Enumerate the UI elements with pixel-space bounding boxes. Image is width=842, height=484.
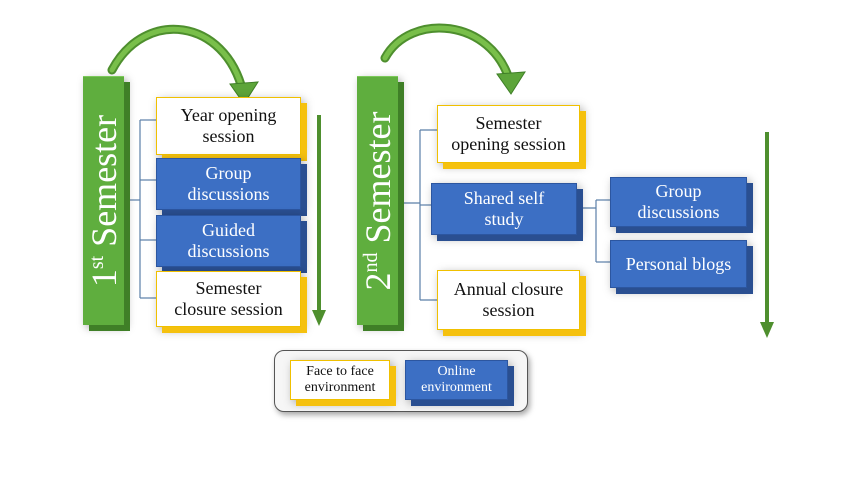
box-line: Personal blogs [625,253,732,274]
legend-line: environment [421,380,492,395]
curved-arrow-1-head [229,81,259,105]
box-line: Group [655,181,702,202]
box-line: Semester [195,278,262,299]
box-line: session [202,126,255,146]
semester-1-suffix: st [85,255,108,270]
legend-line: environment [304,380,376,395]
semester-2-word: Semester [357,111,398,244]
semester-2-suffix: nd [359,252,382,273]
box-line: opening session [451,134,566,154]
semester-1-word: Semester [83,114,124,247]
semester-2-ordinal: 2 [357,272,398,291]
box-line: Shared self [463,188,545,209]
connectors-sem1 [124,119,156,299]
box-line: study [484,209,524,229]
semester-1-bar: 1st Semester [83,76,124,325]
connectors-sem2 [398,129,610,301]
box-line: closure session [174,299,283,319]
box-line: discussions [187,241,270,261]
semester-2-label: 2nd Semester [357,111,398,291]
box-line: Group [205,163,252,184]
box-line: discussions [187,184,270,204]
curved-arrow-2-fill [382,25,513,85]
box-line: Year opening [180,105,277,126]
semester-2-bar: 2nd Semester [357,76,398,325]
box-line: Guided [201,220,255,241]
semester-1-label: 1st Semester [83,114,124,288]
legend-line: Online [437,363,476,379]
box-personal-blogs: Personal blogs [610,240,747,288]
vertical-arrow-2 [760,132,774,338]
box-line: session [482,300,535,320]
box-line: Semester [475,113,542,134]
box-line: discussions [637,202,720,222]
semester-1-ordinal: 1 [83,269,124,288]
curved-arrow-1-fill [109,26,246,95]
curved-arrow-1 [107,24,248,97]
legend-line: Face to face [306,363,374,379]
box-line: Annual closure [453,279,564,300]
curved-arrow-2-head [496,71,526,95]
vertical-arrow-1 [312,115,326,326]
